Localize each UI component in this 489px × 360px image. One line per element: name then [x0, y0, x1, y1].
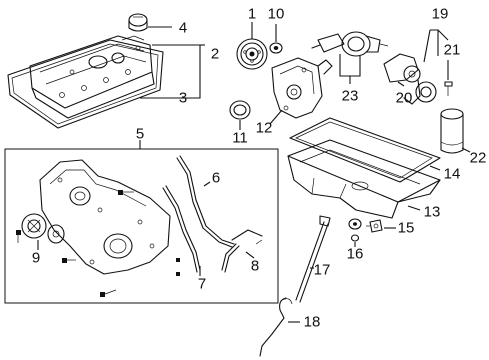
callout-19: 19 [432, 6, 449, 23]
water-pump [21, 213, 65, 244]
callout-9: 9 [32, 250, 40, 267]
front-cover-group-box [4, 148, 279, 304]
callout-6: 6 [212, 170, 220, 187]
cover-bolts [16, 190, 180, 297]
cover-gasket-long [162, 155, 235, 273]
dipstick [259, 297, 293, 357]
callout-4: 4 [179, 20, 187, 37]
callout-22: 22 [470, 150, 487, 167]
timing-cover [39, 159, 171, 275]
front-seal [229, 100, 251, 120]
oil-pan-gasket [289, 117, 441, 183]
callout-7: 7 [198, 276, 206, 293]
bolt-washer [269, 42, 283, 54]
valve-cover [7, 35, 164, 129]
oil-pressure-sensor [366, 219, 383, 233]
callout-3: 3 [179, 90, 187, 107]
callout-23: 23 [342, 88, 359, 105]
oil-filter [440, 108, 464, 154]
callout-13: 13 [424, 204, 441, 221]
belt-tensioner [383, 53, 437, 105]
leader-19 [430, 29, 439, 56]
leader-23 [339, 54, 361, 77]
oil-filler-cap [128, 13, 148, 32]
leader-8 [245, 251, 255, 259]
tensioner-bolt [444, 81, 453, 96]
callout-20: 20 [396, 90, 413, 107]
oil-pan [287, 139, 441, 219]
callout-18: 18 [304, 314, 321, 331]
leader-13 [407, 205, 421, 211]
callout-11: 11 [232, 130, 248, 147]
callout-8: 8 [251, 258, 259, 275]
crank-pulley [236, 38, 268, 70]
callout-1: 1 [248, 6, 256, 23]
drain-plug-washer [348, 218, 362, 242]
water-outlet-thermostat [311, 31, 389, 57]
leader-22 [461, 147, 471, 153]
leader-6 [203, 181, 211, 187]
callout-15: 15 [398, 220, 415, 237]
callout-21: 21 [444, 42, 461, 59]
callout-14: 14 [444, 166, 461, 183]
callout-17: 17 [314, 262, 331, 279]
callout-5: 5 [136, 126, 144, 143]
leader-20 [397, 81, 405, 87]
oil-pump [271, 57, 333, 119]
callout-12: 12 [256, 120, 273, 137]
callout-2: 2 [211, 46, 219, 63]
cover-gasket-side [221, 229, 263, 273]
leader-14 [429, 165, 441, 171]
leader-12 [269, 109, 283, 125]
callout-10: 10 [268, 6, 285, 23]
dipstick-tube [295, 215, 331, 303]
callout-16: 16 [347, 246, 364, 263]
